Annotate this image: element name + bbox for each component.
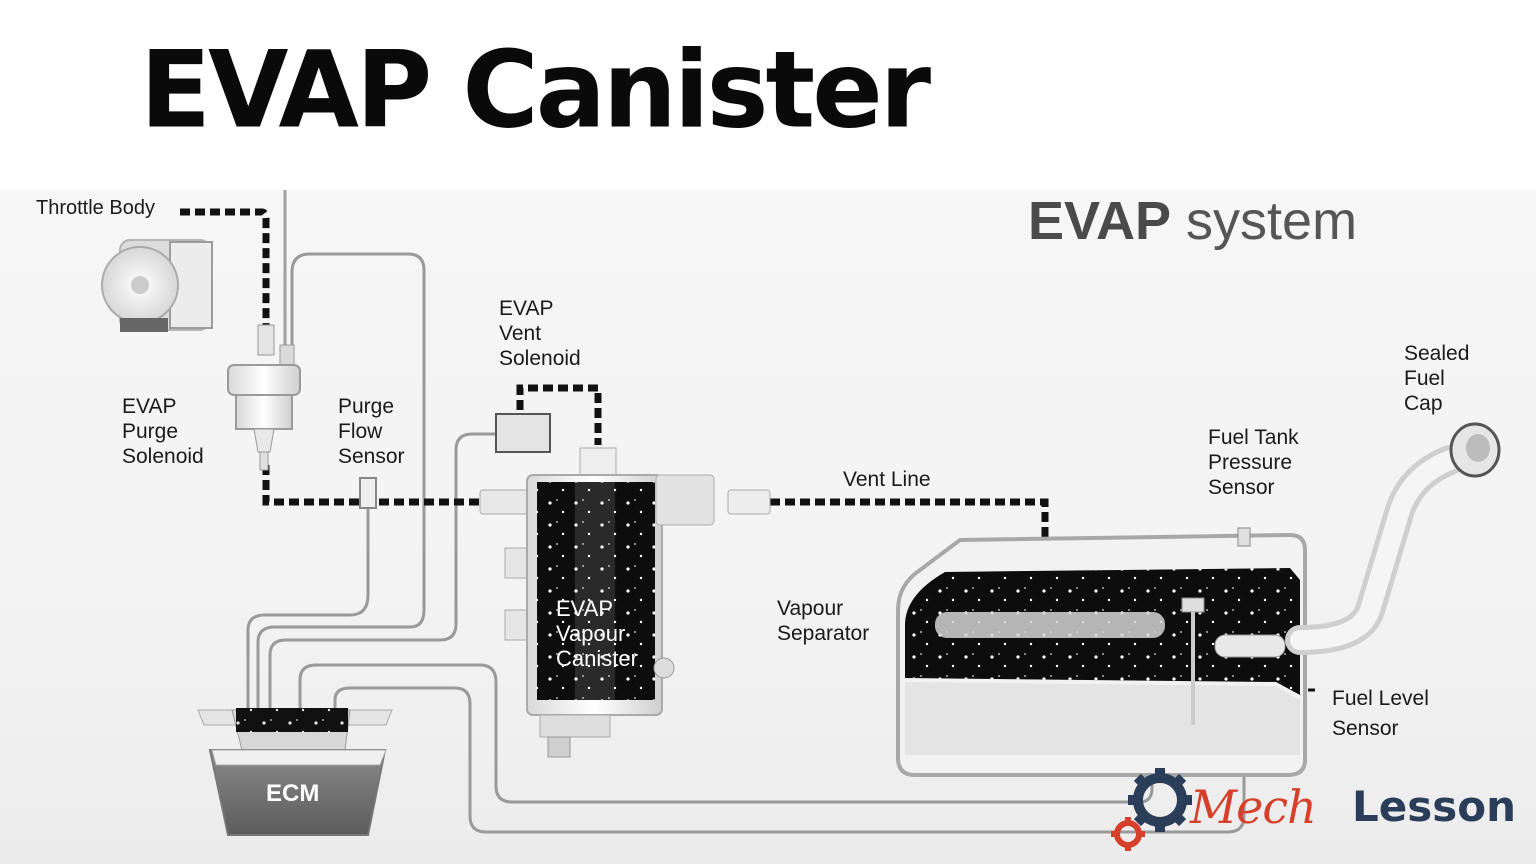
system-title-bold: EVAP xyxy=(1028,191,1172,251)
label-purge-flow-sensor: Purge Flow Sensor xyxy=(338,395,405,468)
label-vapour-separator: Vapour Separator xyxy=(777,597,870,645)
label-fuel-tank-pressure-sensor: Fuel Tank Pressure Sensor xyxy=(1208,426,1299,499)
header: EVAP Canister xyxy=(0,0,1536,190)
gear-icon xyxy=(1111,768,1192,851)
page-title: EVAP Canister xyxy=(140,27,931,153)
system-title-rest: system xyxy=(1171,191,1358,251)
purge-solenoid xyxy=(227,324,301,471)
vapour-lines xyxy=(180,208,1315,692)
vent-line-connector xyxy=(727,489,771,515)
label-throttle-body: Throttle Body xyxy=(36,197,155,219)
vapour-canister xyxy=(479,447,715,758)
label-ecm: ECM xyxy=(266,780,320,807)
vent-solenoid xyxy=(495,413,551,453)
label-sealed-fuel-cap: Sealed Fuel Cap xyxy=(1404,342,1470,415)
diagram-drawing xyxy=(101,190,1501,836)
label-purge-solenoid: EVAP Purge Solenoid xyxy=(122,395,204,468)
throttle-body xyxy=(101,239,213,332)
label-fuel-level-sensor: Fuel Level Sensor xyxy=(1332,687,1429,740)
label-vapour-canister: EVAP Vapour Canister xyxy=(556,596,638,671)
mechlesson-logo: Mech Lesson xyxy=(1110,768,1530,858)
filler-neck xyxy=(1285,422,1501,655)
ecm-module xyxy=(197,708,393,836)
purge-flow-sensor xyxy=(359,477,377,509)
logo-text-lesson: Lesson xyxy=(1352,782,1517,831)
system-title: EVAP system xyxy=(1028,190,1357,252)
fuel-tank xyxy=(896,527,1307,777)
logo-text-mech: Mech xyxy=(1190,780,1317,834)
evap-system-diagram: EVAP system Throttle Body EVAP Purge Sol… xyxy=(0,190,1536,864)
label-vent-line: Vent Line xyxy=(843,468,931,491)
label-vent-solenoid: EVAP Vent Solenoid xyxy=(499,297,581,370)
